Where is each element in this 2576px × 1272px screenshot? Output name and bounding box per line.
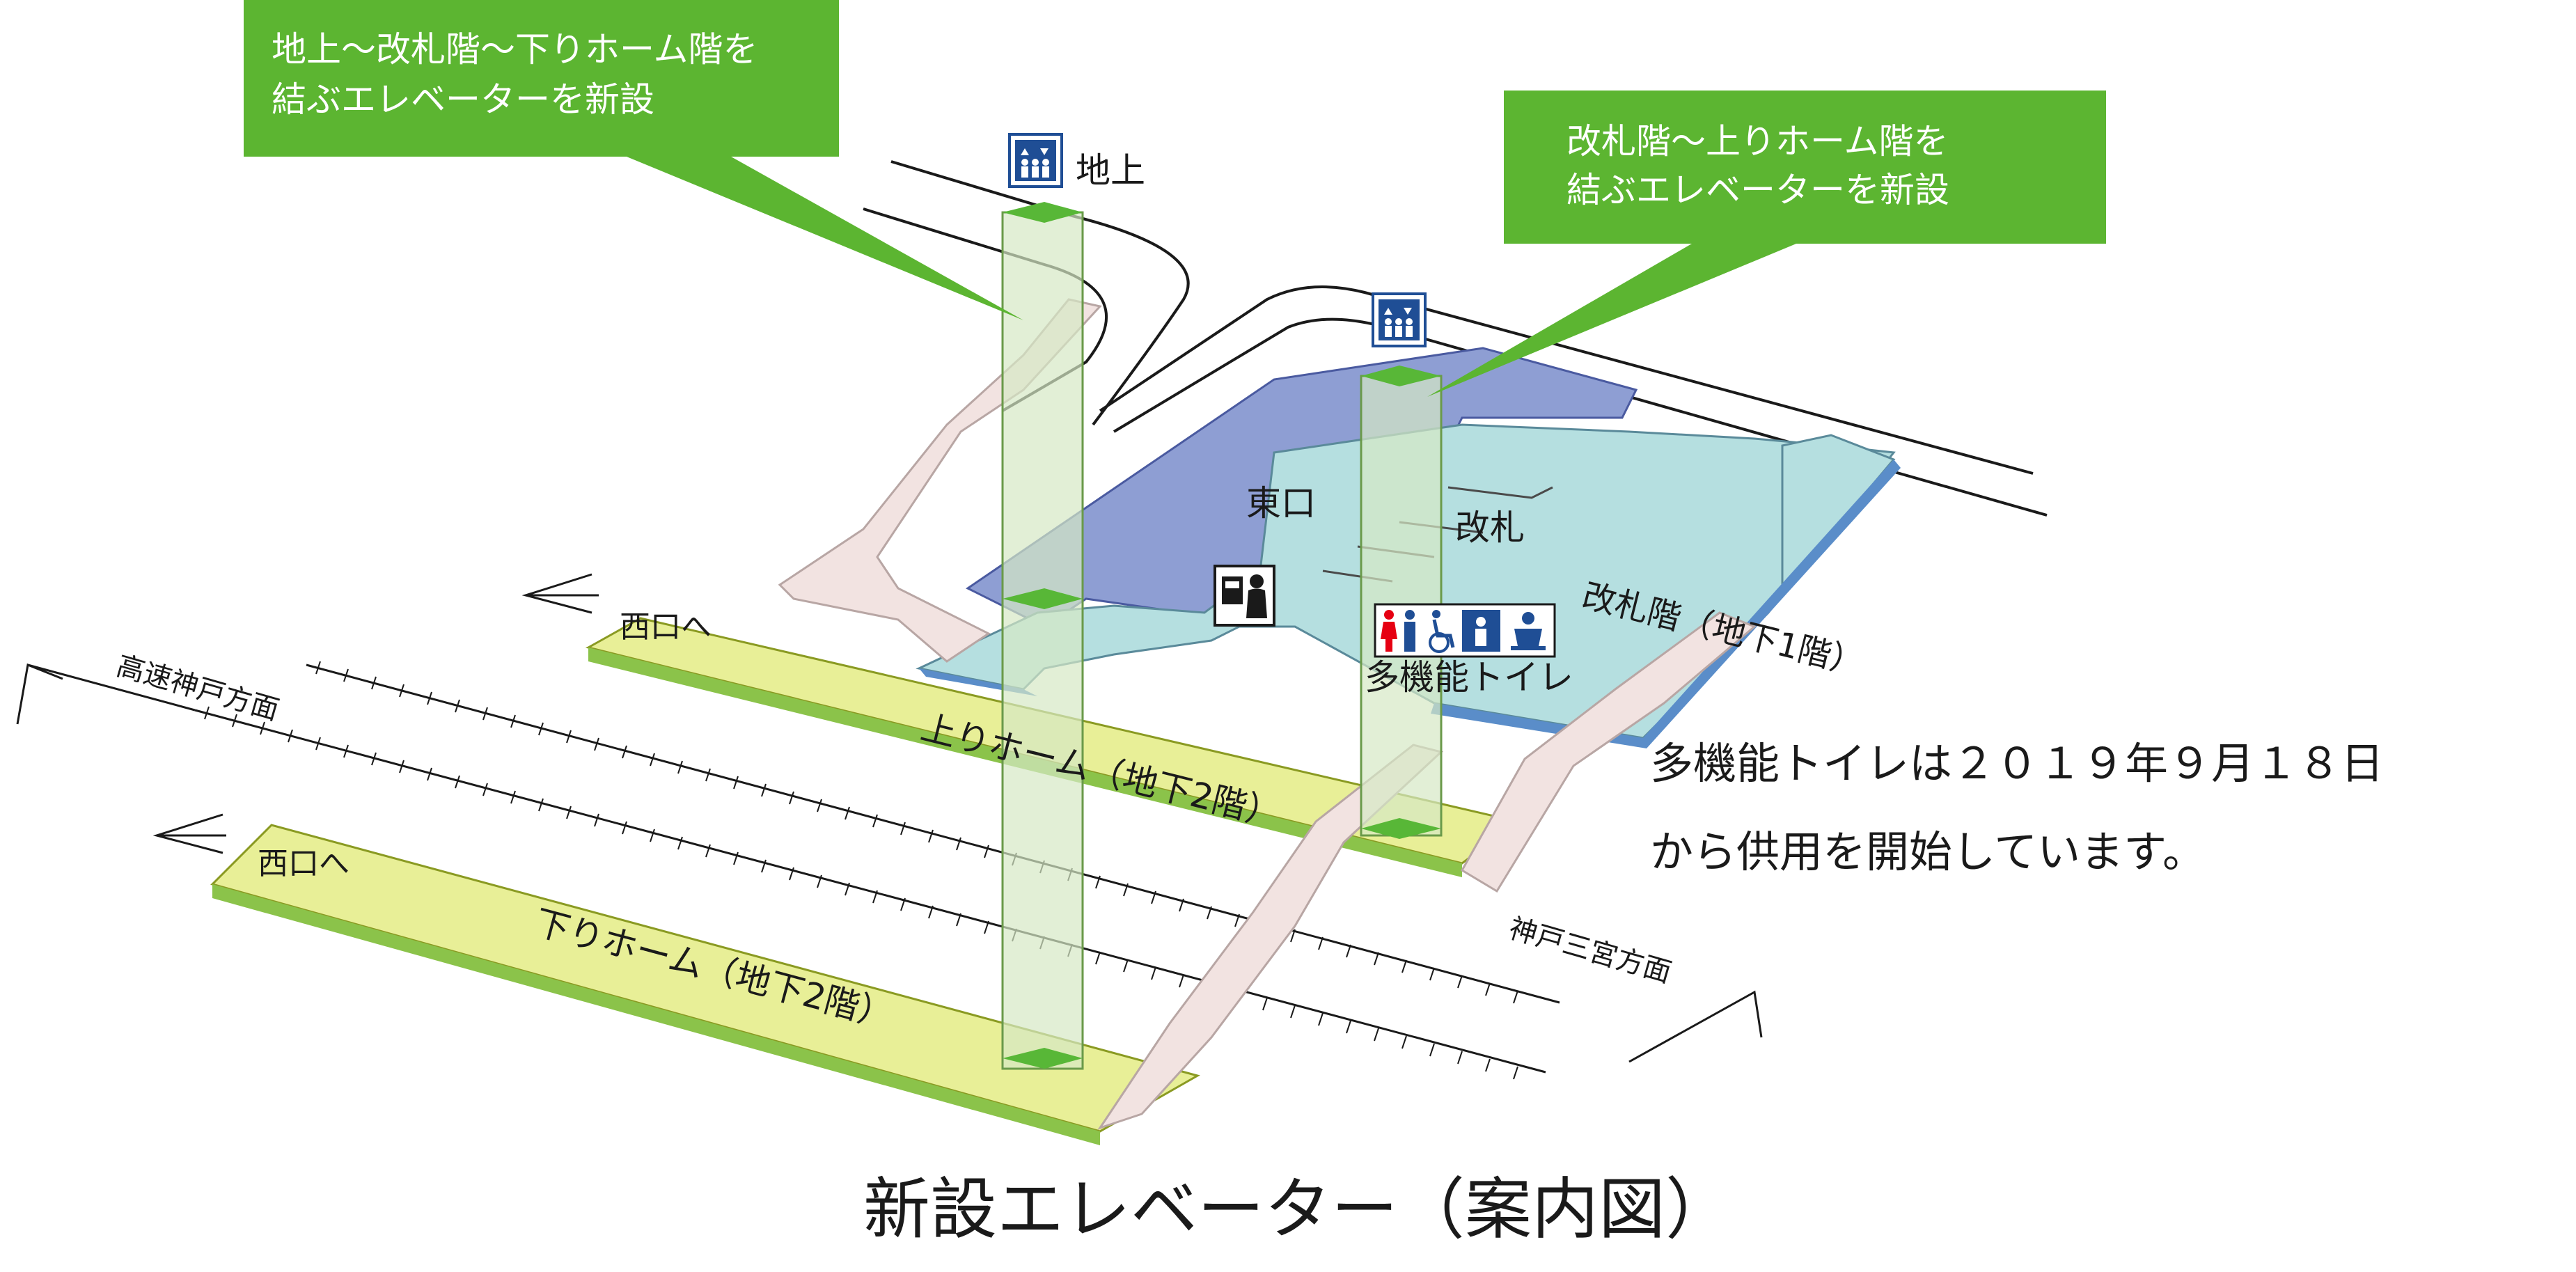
label-chijo: 地上 bbox=[1076, 150, 1145, 191]
toilet-icons bbox=[1374, 603, 1556, 658]
footer-title: 新設エレベーター（案内図） bbox=[863, 1170, 1732, 1248]
elevator-shaft-left bbox=[1001, 202, 1084, 1070]
ticket-office-icon bbox=[1214, 565, 1275, 627]
baby-care-icon bbox=[1511, 612, 1546, 650]
label-nishiguchi-lower: 西口へ bbox=[258, 846, 350, 881]
arrow-sannomiya bbox=[1628, 990, 1763, 1063]
label-higashiguchi: 東口 bbox=[1246, 483, 1316, 524]
callout-right-line1: 改札階〜上りホーム階を bbox=[1566, 121, 1949, 162]
concourse-edge-right bbox=[1431, 460, 1901, 748]
arrow-kosoku-kobe bbox=[16, 663, 196, 725]
arrow-nishiguchi-upper bbox=[521, 573, 599, 614]
callout-left: 地上〜改札階〜下りホーム階を 結ぶエレベーターを新設 bbox=[244, 0, 1023, 320]
male-toilet-icon bbox=[1404, 610, 1415, 652]
label-direction-sannomiya: 神戸三宮方面 bbox=[1505, 912, 1674, 989]
callout-left-line2: 結ぶエレベーターを新設 bbox=[272, 79, 654, 120]
callout-right-line2: 結ぶエレベーターを新設 bbox=[1566, 170, 1949, 210]
elevator-icon bbox=[1372, 292, 1427, 347]
label-nishiguchi-upper: 西口へ bbox=[620, 609, 712, 645]
callout-left-line1: 地上〜改札階〜下りホーム階を bbox=[272, 29, 758, 70]
kudari-platform bbox=[210, 824, 1200, 1133]
female-toilet-icon bbox=[1381, 610, 1397, 652]
callout-right: 改札階〜上りホーム階を 結ぶエレベーターを新設 bbox=[1427, 91, 2106, 397]
wheelchair-icon bbox=[1429, 610, 1455, 653]
notice-line2: から供用を開始しています。 bbox=[1650, 826, 2206, 877]
label-direction-kosoku-kobe: 高速神戸方面 bbox=[113, 650, 282, 726]
direction-arrows bbox=[16, 573, 1763, 1063]
label-kaisatsu: 改札 bbox=[1455, 508, 1525, 548]
ostomate-icon bbox=[1462, 610, 1500, 652]
elevator-shaft-right bbox=[1360, 366, 1443, 839]
label-tamokuteki-toilet: 多機能トイレ bbox=[1365, 657, 1573, 698]
kudari-platform-edge bbox=[212, 884, 1100, 1145]
stairs-concourse-to-nobori bbox=[1460, 611, 1757, 893]
notice-line1: 多機能トイレは２０１９年９月１８日 bbox=[1650, 738, 2384, 789]
elevator-icon bbox=[1008, 133, 1063, 188]
arrow-nishiguchi-lower bbox=[152, 813, 226, 854]
